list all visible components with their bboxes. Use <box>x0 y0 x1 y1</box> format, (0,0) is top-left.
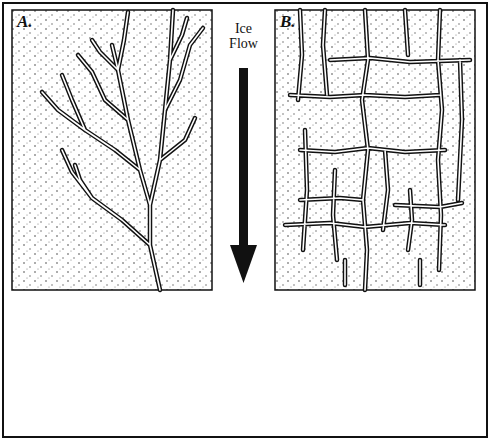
panel-b-frame <box>275 10 475 290</box>
panel-letter: B. <box>280 13 296 31</box>
rectilinear-channels <box>285 10 470 290</box>
panel-a-frame <box>12 10 212 290</box>
ice-flow-arrow <box>230 68 257 283</box>
flow-label: Ice Flow <box>225 22 263 51</box>
panel-letter: A. <box>17 13 33 31</box>
dendritic-channels <box>42 10 203 290</box>
outer-frame <box>3 3 487 437</box>
